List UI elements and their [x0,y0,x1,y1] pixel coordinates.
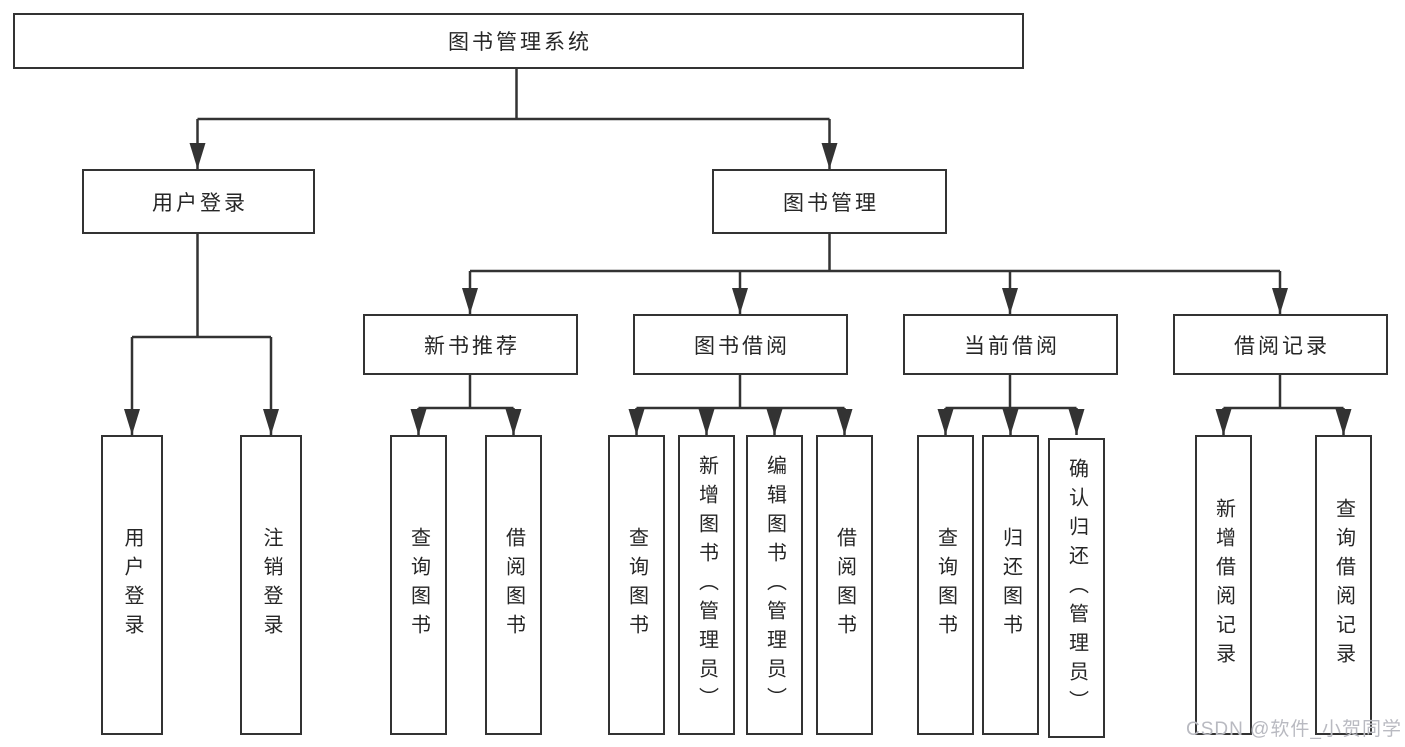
node-user-login: 用户登录 [82,169,315,234]
connectors-new-book-recommend [410,375,522,435]
node-label: 确认归还（管理员） [1065,457,1088,719]
leaf-query-books-recommend: 查询图书 [390,435,447,735]
node-label: 借阅图书 [502,527,525,643]
node-borrow-records: 借阅记录 [1173,314,1388,375]
node-label: 当前借阅 [964,334,1060,358]
node-label: 图书管理 [783,191,879,215]
node-label: 查询图书 [407,527,430,643]
connectors-user-login [124,234,279,435]
node-label: 图书借阅 [694,334,790,358]
leaf-edit-book-admin: 编辑图书（管理员） [746,435,803,735]
leaf-query-borrow-record: 查询借阅记录 [1315,435,1372,735]
leaf-query-books-borrow: 查询图书 [608,435,665,735]
node-book-borrow: 图书借阅 [633,314,848,375]
connectors-book-borrow [628,375,853,435]
leaf-borrow-books: 借阅图书 [816,435,873,735]
node-label: 新增图书（管理员） [695,454,718,716]
node-label: 新增借阅记录 [1212,498,1235,672]
node-label: 查询图书 [625,527,648,643]
node-label: 查询图书 [934,527,957,643]
leaf-add-borrow-record: 新增借阅记录 [1195,435,1252,735]
connectors-current-borrow [937,375,1085,435]
node-label: 注销登录 [260,527,282,643]
node-new-book-recommend: 新书推荐 [363,314,578,375]
connectors-borrow-records [1215,375,1352,435]
node-label: 用户登录 [121,527,143,643]
connectors-root [189,69,838,169]
node-current-borrow: 当前借阅 [903,314,1118,375]
node-root: 图书管理系统 [13,13,1024,69]
leaf-return-books: 归还图书 [982,435,1039,735]
node-label: 新书推荐 [424,334,520,358]
node-label: 归还图书 [999,527,1022,643]
leaf-query-books-current: 查询图书 [917,435,974,735]
leaf-confirm-return-admin: 确认归还（管理员） [1048,438,1105,738]
node-label: 图书管理系统 [448,31,592,54]
leaf-add-book-admin: 新增图书（管理员） [678,435,735,735]
leaf-logout: 注销登录 [240,435,302,735]
leaf-user-login: 用户登录 [101,435,163,735]
node-label: 编辑图书（管理员） [763,454,786,716]
csdn-watermark: CSDN @软件_小贺同学 [1186,719,1402,740]
node-book-management: 图书管理 [712,169,947,234]
node-label: 查询借阅记录 [1332,498,1355,672]
leaf-borrow-books-recommend: 借阅图书 [485,435,542,735]
node-label: 用户登录 [152,191,248,215]
connectors-book-management [462,234,1288,314]
node-label: 借阅图书 [833,527,856,643]
node-label: 借阅记录 [1234,334,1330,358]
